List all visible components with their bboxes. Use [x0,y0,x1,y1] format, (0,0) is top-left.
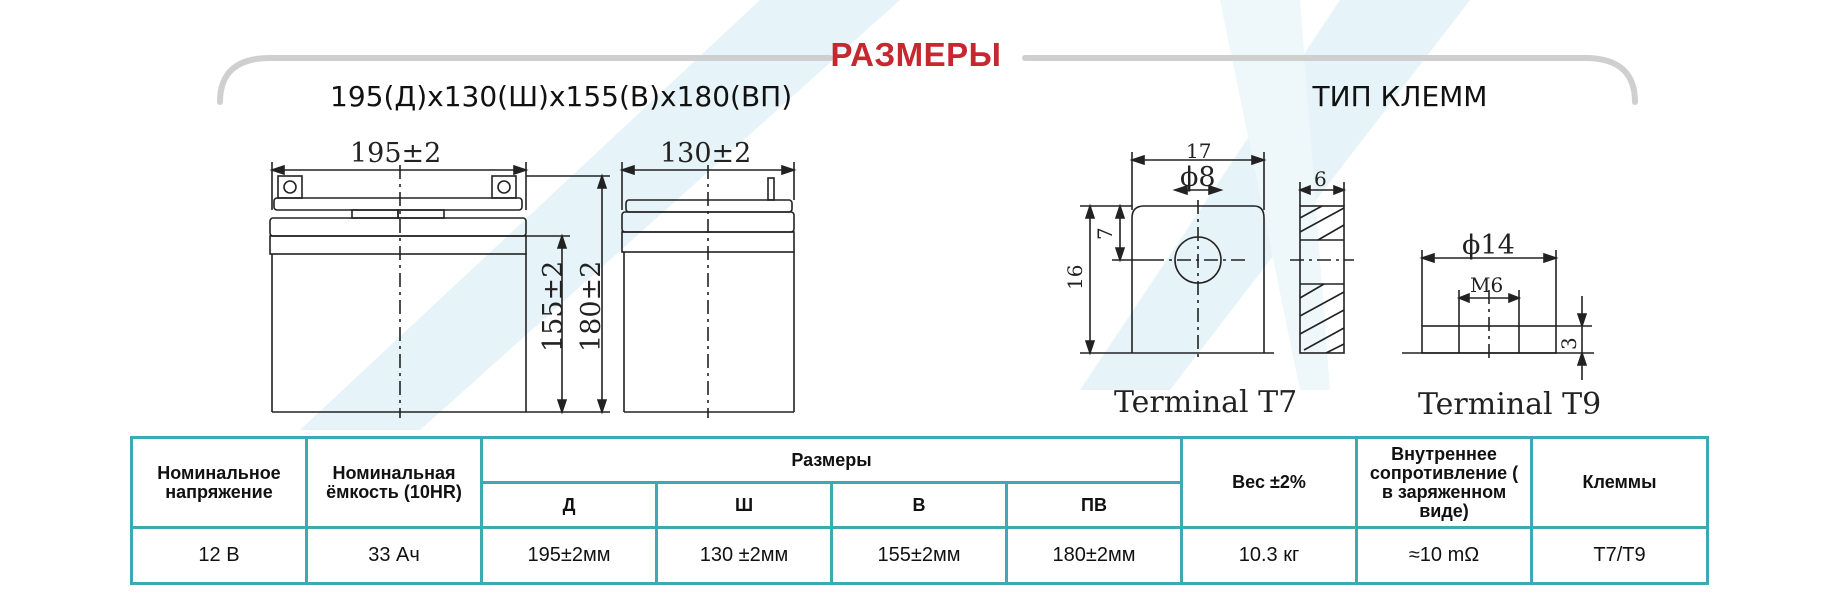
table-row: 12 В 33 Ач 195±2мм 130 ±2мм 155±2мм 180±… [130,526,1710,585]
header-height: В [830,481,1008,529]
value-resistance: ≈10 mΩ [1355,526,1534,585]
watermark-stripe-left [300,0,900,430]
header-length: Д [480,481,658,529]
length-dimension-label: 195±2 [350,138,441,169]
terminal-t9-label: Terminal T9 [1418,387,1601,422]
header-weight: Вес ±2% [1180,436,1359,529]
t7-hole-offset-label: 7 [1093,227,1117,240]
t7-thickness-label: 6 [1314,167,1327,191]
total-height-dimension-label: 180±2 [576,261,607,352]
t9-diameter-label: ϕ14 [1462,230,1515,261]
t9-height-label: 3 [1557,337,1581,350]
terminal-type-caption: ТИП КЛЕММ [1312,80,1488,113]
t7-hole-label: ϕ8 [1180,162,1216,193]
width-dimension-label: 130±2 [660,138,751,169]
value-length: 195±2мм [480,526,658,585]
page-title: РАЗМЕРЫ [830,36,1002,73]
battery-front-view: 195±2 155±2 180±2 [269,138,610,418]
header-terminals: Клеммы [1530,436,1710,529]
terminal-t7-drawing: 17 ϕ8 16 7 [1063,139,1354,420]
t7-height-label: 16 [1063,265,1087,290]
value-weight: 10.3 кг [1180,526,1359,585]
t9-thread-label: M6 [1470,273,1503,297]
table-subheader-row: Д Ш В ПВ [132,481,1708,529]
terminal-t7-label: Terminal T7 [1114,385,1297,420]
header-resistance: Внутреннее сопротивление ( в заряженном … [1355,436,1534,529]
dimensions-caption: 195(Д)x130(Ш)x155(В)x180(ВП) [330,80,793,113]
height-dimension-label: 155±2 [538,261,569,352]
header-total-height: ПВ [1004,481,1184,529]
battery-side-view: 130±2 [619,138,797,418]
header-dimensions: Размеры [479,436,1184,484]
technical-drawings: 195±2 155±2 180±2 [269,138,1601,422]
value-voltage: 12 В [130,526,308,585]
title-bracket-right [1022,55,1638,105]
value-capacity: 33 Ач [305,526,483,585]
header-capacity: Номинальная ёмкость (10HR) [305,436,483,529]
header-width: Ш [655,481,833,529]
title-bracket-left [217,55,833,105]
watermark-stripe-mid [1220,0,1330,390]
header-voltage: Номинальное напряжение [130,436,308,529]
value-width: 130 ±2мм [655,526,833,585]
terminal-t9-drawing: ϕ14 M6 3 Terminal T9 [1402,230,1601,422]
value-terminals: T7/T9 [1530,526,1710,585]
t7-width-label: 17 [1186,139,1211,163]
table-header-row: Номинальное напряжение Номинальная ёмкос… [130,436,1710,529]
value-total-height: 180±2мм [1004,526,1184,585]
value-height: 155±2мм [830,526,1008,585]
specification-table: Номинальное напряжение Номинальная ёмкос… [130,436,1710,585]
